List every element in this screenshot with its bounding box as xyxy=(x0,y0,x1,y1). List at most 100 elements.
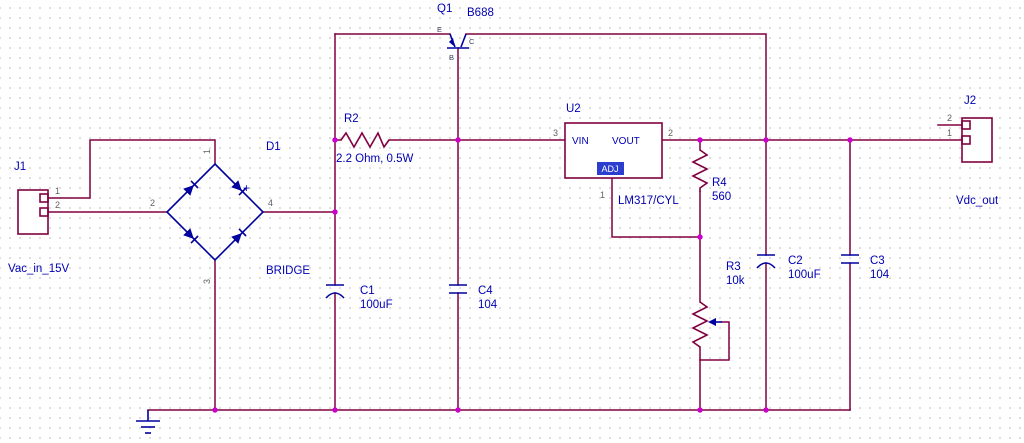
capacitor-c3[interactable]: C3 104 xyxy=(841,254,890,281)
wire-collector-rail[interactable] xyxy=(465,33,767,256)
diode-bottom-right xyxy=(231,228,247,244)
j2-pin1-pad xyxy=(961,135,971,145)
diode-triangle xyxy=(231,180,242,191)
junction-dot xyxy=(212,407,218,413)
j2-ref-label: J2 xyxy=(964,95,976,107)
capacitor-c1[interactable]: C1 100uF xyxy=(325,284,393,311)
junction-dot xyxy=(332,137,338,143)
bridge-pin4-number: 4 xyxy=(268,198,273,208)
q1-base-letter: B xyxy=(449,53,454,62)
j2-pin1-number: 1 xyxy=(947,128,952,138)
diode-triangle xyxy=(231,233,242,244)
c1-bottom-plate xyxy=(325,292,345,299)
diode-cathode-bar xyxy=(190,235,199,244)
junction-dot xyxy=(763,137,769,143)
diode-cathode-bar xyxy=(238,228,247,237)
bridge-pin3-number: 3 xyxy=(202,279,212,284)
wire-adj[interactable] xyxy=(611,177,701,238)
u2-adj-pin-label: ADJ xyxy=(601,164,618,174)
bridge-diamond[interactable] xyxy=(165,162,265,262)
diode-triangle xyxy=(183,228,194,239)
j2-pin2-pad xyxy=(961,120,971,130)
j1-pin2-pad xyxy=(39,207,49,217)
bridge-ref-label: D1 xyxy=(266,141,281,153)
junction-dot xyxy=(763,407,769,413)
junction-dots xyxy=(212,137,853,413)
potentiometer-r3[interactable]: R3 10k xyxy=(691,261,745,348)
connector-j2[interactable]: J2 Vdc_out 2 1 xyxy=(947,95,999,207)
u2-pin2-number: 2 xyxy=(668,128,673,138)
q1-collector-line xyxy=(460,33,467,48)
c2-value-label: 100uF xyxy=(788,269,821,281)
c4-value-label: 104 xyxy=(478,299,498,311)
q1-collector-letter: C xyxy=(469,37,475,46)
r2-zigzag[interactable] xyxy=(340,131,390,149)
capacitor-c2[interactable]: C2 100uF xyxy=(756,254,821,281)
diode-bottom-left xyxy=(183,228,199,244)
diode-cathode-bar xyxy=(190,180,199,189)
capacitor-c4[interactable]: C4 104 xyxy=(449,284,498,311)
j1-value-label: Vac_in_15V xyxy=(8,263,69,275)
c1-value-label: 100uF xyxy=(360,299,393,311)
junction-dot xyxy=(455,137,461,143)
junction-dot xyxy=(697,407,703,413)
c4-ref-label: C4 xyxy=(478,285,493,297)
r2-value-label: 2.2 Ohm, 0.5W xyxy=(336,153,413,165)
junction-dot xyxy=(332,209,338,215)
j2-value-label: Vdc_out xyxy=(956,195,999,207)
j1-pin1-pad xyxy=(39,193,49,203)
u2-vin-pin-label: VIN xyxy=(572,136,589,147)
resistor-r4[interactable]: R4 560 xyxy=(691,149,731,203)
r3-ref-label: R3 xyxy=(726,261,741,273)
diode-top-left xyxy=(183,180,199,196)
r2-ref-label: R2 xyxy=(344,113,359,125)
c3-ref-label: C3 xyxy=(870,255,885,267)
r4-zigzag[interactable] xyxy=(691,149,709,192)
c2-ref-label: C2 xyxy=(788,255,803,267)
r4-ref-label: R4 xyxy=(712,177,727,189)
j1-pin2-number: 2 xyxy=(55,200,60,210)
r4-value-label: 560 xyxy=(712,191,731,203)
q1-ref-label: Q1 xyxy=(437,3,452,15)
diode-triangle xyxy=(183,185,194,196)
u2-ref-label: U2 xyxy=(566,103,581,115)
c2-bottom-plate xyxy=(756,262,776,269)
u2-value-label: LM317/CYL xyxy=(618,195,679,207)
wires xyxy=(47,33,963,411)
junction-dot xyxy=(847,137,853,143)
j2-pin2-number: 2 xyxy=(947,113,952,123)
diode-top-right xyxy=(231,180,247,196)
bridge-value-label: BRIDGE xyxy=(266,265,310,277)
j1-pin1-number: 1 xyxy=(55,186,60,196)
ground-symbol[interactable] xyxy=(136,410,160,434)
r3-value-label: 10k xyxy=(726,275,745,287)
junction-dot xyxy=(455,407,461,413)
wire-j1-pin1-to-bridge-top[interactable] xyxy=(47,139,216,199)
junction-dot xyxy=(332,407,338,413)
q1-value-label: B688 xyxy=(467,7,494,19)
bridge-pin1-number: 1 xyxy=(202,149,212,154)
q1-emitter-letter: E xyxy=(437,25,442,34)
u2-adj-highlight xyxy=(597,162,624,175)
bridge-plus-sign: + xyxy=(243,183,250,195)
junction-dot xyxy=(697,137,703,143)
bridge-pin2-number: 2 xyxy=(150,198,155,208)
r3-wiper-arrow xyxy=(708,318,716,326)
j2-body[interactable] xyxy=(961,117,993,163)
r3-zigzag[interactable] xyxy=(691,301,709,348)
transistor-q1[interactable]: E C B Q1 B688 xyxy=(437,3,494,62)
junction-dot xyxy=(697,234,703,240)
u2-vout-pin-label: VOUT xyxy=(612,136,640,147)
j1-body[interactable] xyxy=(17,189,49,235)
regulator-u2[interactable]: VIN VOUT ADJ 3 2 1 U2 LM317/CYL xyxy=(553,103,679,207)
wire-r3-wiper-loop[interactable] xyxy=(699,321,730,361)
connector-j1[interactable]: J1 Vac_in_15V 1 2 xyxy=(8,161,69,275)
c3-value-label: 104 xyxy=(870,269,890,281)
c1-ref-label: C1 xyxy=(360,285,375,297)
bridge-rectifier-d1[interactable]: + 1 2 3 4 D1 BRIDGE xyxy=(150,141,310,284)
u2-pin3-number: 3 xyxy=(553,128,558,138)
resistor-r2[interactable]: R2 2.2 Ohm, 0.5W xyxy=(336,113,413,165)
q1-emitter-arrow xyxy=(449,38,455,47)
